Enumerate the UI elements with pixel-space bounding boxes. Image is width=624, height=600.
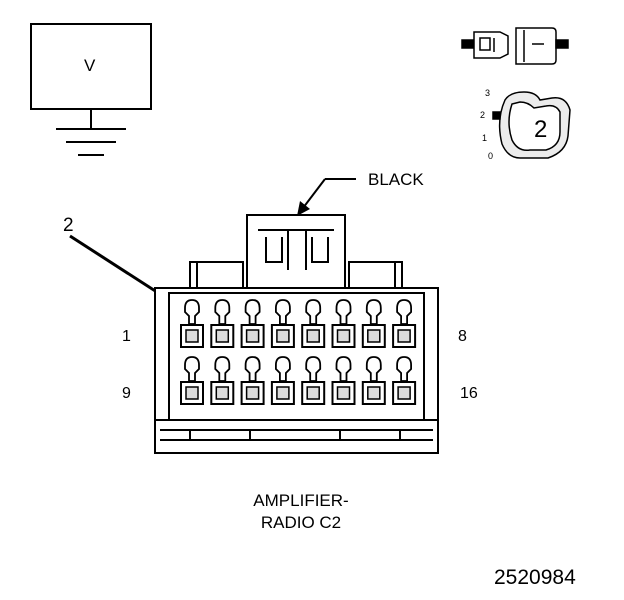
pin-cavity xyxy=(301,299,326,348)
selector-knob-icon xyxy=(492,91,571,159)
selector-position-0: 0 xyxy=(488,151,494,161)
pin-cavity xyxy=(361,299,386,348)
voltmeter-icon xyxy=(30,23,152,129)
pin-label-top-right: 8 xyxy=(458,328,467,345)
pin-label-bottom-left: 9 xyxy=(122,385,131,402)
ground-icon xyxy=(56,128,126,156)
connector-color-label: BLACK xyxy=(368,170,424,189)
meter-symbol: V xyxy=(84,56,96,75)
pin-cavity xyxy=(331,356,356,405)
black-leader-arrow xyxy=(297,178,356,216)
pointer-number: 2 xyxy=(63,215,74,236)
pin-cavity xyxy=(361,356,386,405)
connector-name-line1: AMPLIFIER- xyxy=(253,491,349,510)
pin-cavity xyxy=(180,356,204,405)
pin-cavity xyxy=(392,299,417,348)
pin-cavity xyxy=(270,299,295,348)
pin-cavity xyxy=(392,356,417,405)
connector-name: AMPLIFIER- RADIO C2 xyxy=(246,490,356,534)
pin-cavities xyxy=(180,299,417,405)
probe-icon xyxy=(461,27,569,65)
pin-cavity xyxy=(270,356,295,405)
pin-cavity xyxy=(301,356,326,405)
pin-cavity xyxy=(331,299,356,348)
pin-cavity xyxy=(180,299,204,348)
selector-position-2: 2 xyxy=(480,110,486,120)
selector-position-1: 1 xyxy=(482,133,488,143)
pin-cavity xyxy=(210,299,235,348)
selector-position-3: 3 xyxy=(485,88,491,98)
figure-number: 2520984 xyxy=(494,566,576,589)
connector-name-line2: RADIO C2 xyxy=(260,513,342,532)
selector-selected-value: 2 xyxy=(534,116,548,143)
pin-cavity xyxy=(240,356,265,405)
pin-cavity xyxy=(240,299,265,348)
pin-label-top-left: 1 xyxy=(122,328,131,345)
pin-label-bottom-right: 16 xyxy=(460,385,478,402)
pin-cavity xyxy=(210,356,235,405)
connector-body xyxy=(154,214,439,454)
